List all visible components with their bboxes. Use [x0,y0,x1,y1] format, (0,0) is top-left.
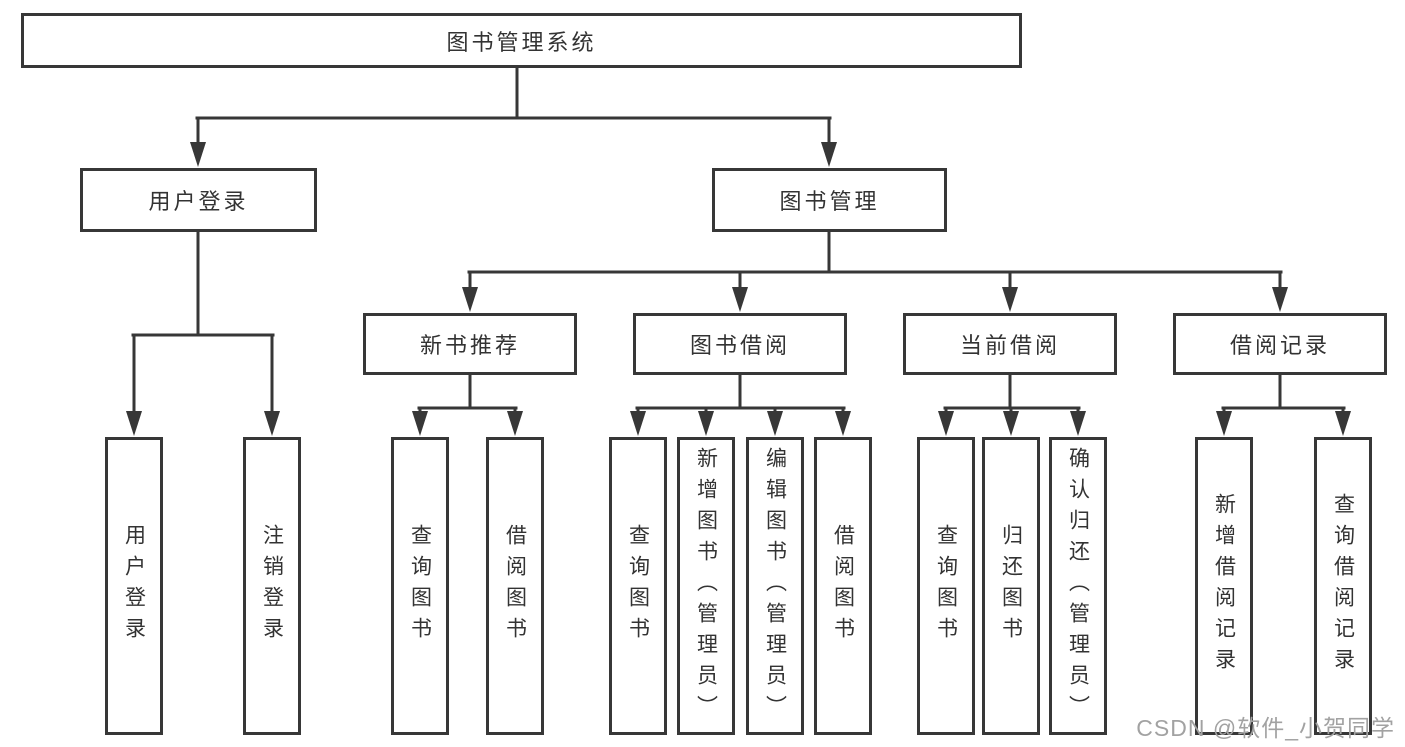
edge-user-login-split [131,230,275,416]
arrow-icon [412,411,428,436]
leaf-user-login: 用户登录 [105,437,163,735]
arrow-icon [938,411,954,436]
leaf-query-books-borrow: 查询图书 [609,437,667,735]
edge-root-split [195,66,832,148]
leaf-return-books: 归还图书 [982,437,1040,735]
leaf-query-books-current-label: 查询图书 [934,524,958,648]
leaf-borrow-books-borrow-label: 借阅图书 [831,524,855,648]
leaf-add-book-admin: 新增图书（管理员） [677,437,735,735]
node-book-borrow: 图书借阅 [633,313,847,375]
leaf-add-borrow-record-label: 新增借阅记录 [1212,493,1236,679]
arrow-icon [767,411,783,436]
arrow-icon [264,411,280,436]
arrow-icon [732,287,748,312]
node-user-login-label: 用户登录 [148,189,249,214]
node-new-book-recommend-label: 新书推荐 [419,333,520,358]
arrow-icon [1335,411,1351,436]
node-current-borrow-label: 当前借阅 [959,333,1060,358]
leaf-borrow-books-borrow: 借阅图书 [814,437,872,735]
arrow-icon [1272,287,1288,312]
node-book-management-label: 图书管理 [779,189,880,214]
leaf-query-books-current: 查询图书 [917,437,975,735]
leaf-confirm-return-admin-label: 确认归还（管理员） [1066,446,1090,726]
leaf-confirm-return-admin: 确认归还（管理员） [1049,437,1107,735]
node-library-system-label: 图书管理系统 [446,29,597,55]
leaf-logout: 注销登录 [243,437,301,735]
leaf-query-books-newbook: 查询图书 [391,437,449,735]
leaf-query-books-borrow-label: 查询图书 [626,524,650,648]
node-borrow-records-label: 借阅记录 [1229,333,1330,358]
leaf-logout-label: 注销登录 [260,524,284,648]
leaf-borrow-books-newbook: 借阅图书 [486,437,544,735]
edge-records-split [1221,373,1346,416]
node-new-book-recommend: 新书推荐 [363,313,577,375]
node-borrow-records: 借阅记录 [1173,313,1387,375]
arrow-icon [462,287,478,312]
leaf-user-login-label: 用户登录 [122,524,146,648]
arrow-icon [835,411,851,436]
node-library-system: 图书管理系统 [21,13,1022,68]
leaf-return-books-label: 归还图书 [999,524,1023,648]
leaf-query-borrow-record: 查询借阅记录 [1314,437,1372,735]
edge-current-split [943,373,1081,416]
edge-newbook-split [417,373,518,416]
arrow-icon [1002,287,1018,312]
node-book-borrow-label: 图书借阅 [689,333,790,358]
edge-book-mgmt-split [467,230,1283,292]
leaf-edit-book-admin: 编辑图书（管理员） [746,437,804,735]
arrow-icon [126,411,142,436]
edge-borrow-split [635,373,846,416]
arrow-icon [507,411,523,436]
arrow-icon [630,411,646,436]
csdn-watermark: CSDN @软件_小贺同学 [1136,715,1395,741]
arrow-icon [1216,411,1232,436]
node-current-borrow: 当前借阅 [903,313,1117,375]
leaf-borrow-books-newbook-label: 借阅图书 [503,524,527,648]
leaf-edit-book-admin-label: 编辑图书（管理员） [763,446,787,726]
node-book-management: 图书管理 [712,168,947,232]
leaf-query-borrow-record-label: 查询借阅记录 [1331,493,1355,679]
arrow-icon [1003,411,1019,436]
arrow-icon [821,142,837,167]
leaf-add-book-admin-label: 新增图书（管理员） [694,446,718,726]
leaf-add-borrow-record: 新增借阅记录 [1195,437,1253,735]
arrow-icon [1070,411,1086,436]
arrow-icon [698,411,714,436]
arrowheads [126,142,1351,436]
arrow-icon [190,142,206,167]
connector-edges [131,66,1346,416]
node-user-login: 用户登录 [80,168,317,232]
leaf-query-books-newbook-label: 查询图书 [408,524,432,648]
